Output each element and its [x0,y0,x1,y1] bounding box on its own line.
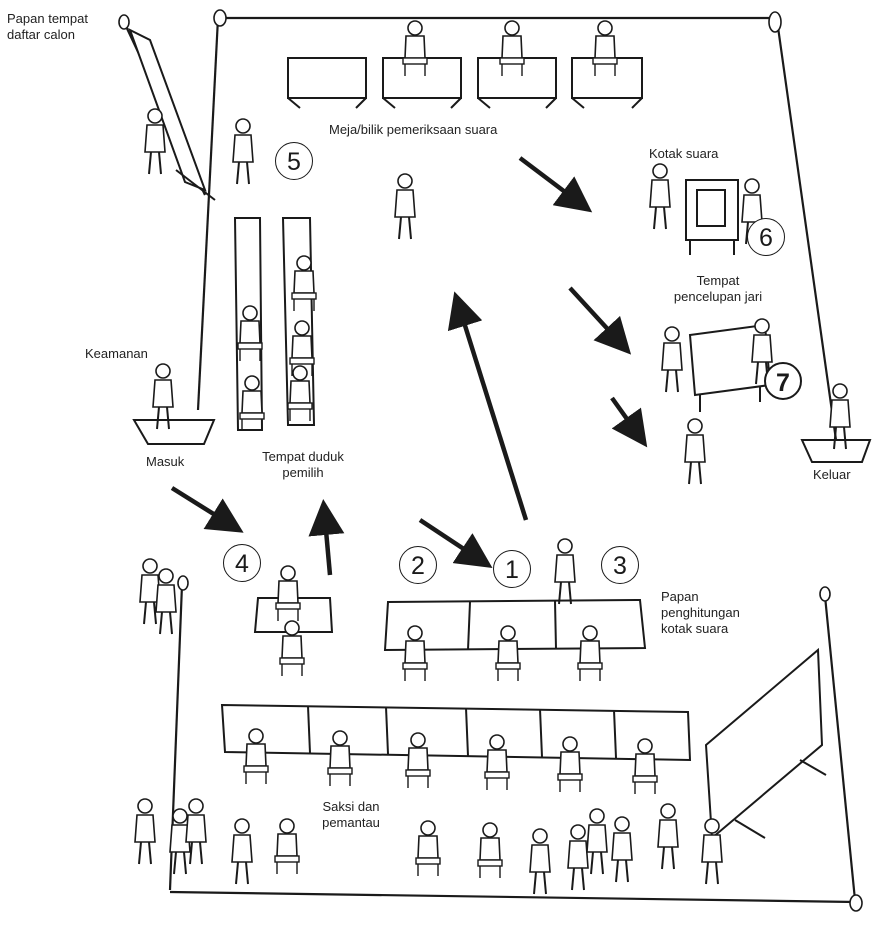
front-rope-posts [177,575,863,912]
registration-table-4 [253,597,334,633]
observer-seated-3 [477,822,503,879]
step-6: 6 [747,218,785,256]
observer-3 [185,798,207,865]
observer-10 [701,818,723,885]
observer-seated-2 [415,820,441,877]
label-booths: Meja/bilik pemeriksaan suara [329,122,498,137]
label-tally-board: Papan penghitungan kotak suara [661,589,740,636]
entering-voter-2 [155,568,177,635]
observer-7 [586,808,608,875]
label-ink-station: Tempat pencelupan jari [673,273,763,304]
counter-official-standing [554,538,576,605]
observer-seated-1 [274,818,300,875]
label-security: Keamanan [85,346,148,361]
step-1: 1 [493,550,531,588]
voter-waiting-5 [232,118,254,185]
observer-5 [529,828,551,895]
voter-reading-board [144,108,166,175]
ballot-box [685,179,739,255]
observer-6 [567,824,589,891]
voter-leaving [684,418,706,485]
label-seating: Tempat duduk pemilih [262,449,344,480]
label-witnesses: Saksi dan pemantau [322,799,380,830]
seated-voter-1 [237,305,263,362]
observer-1 [134,798,156,865]
witness-tables [220,703,692,762]
step-4: 4 [223,544,261,582]
observer-9 [657,803,679,870]
step-7: 7 [764,362,802,400]
step-2: 2 [399,546,437,584]
exit-security-desk [800,439,872,463]
observer-8 [611,816,633,883]
observer-4 [231,818,253,885]
label-candidate-board: Papan tempat daftar calon [7,11,88,42]
label-exit: Keluar [813,467,851,482]
tally-board [704,647,827,841]
officials-counter [383,598,647,652]
voter-dipping-finger [661,326,683,393]
candidate-list-board [128,27,216,201]
voting-booths [287,57,643,109]
step-5: 5 [275,142,313,180]
seated-voter-2 [239,375,265,432]
flow-arrows [170,156,648,576]
voter-at-ballot-box [649,163,671,230]
voter-walking-to-booth [394,173,416,240]
label-ballot-box: Kotak suara [649,146,719,161]
rope-posts [118,9,782,33]
entry-security-desk [132,419,216,445]
label-entry: Masuk [146,454,185,469]
step-3: 3 [601,546,639,584]
